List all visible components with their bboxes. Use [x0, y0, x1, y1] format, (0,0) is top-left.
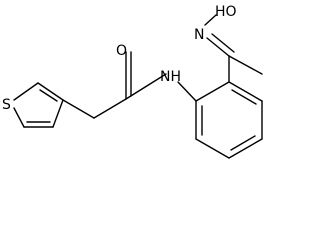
bond-ch2-carbonyl: [93, 98, 127, 119]
bond-thiophene-ch2: [62, 99, 95, 119]
acetamide-linker: [62, 51, 197, 119]
bond-thiophene-c2-c3-inner: [39, 89, 58, 102]
atom-labels: HO N O NH S: [2, 4, 237, 113]
bond-thiophene-c5-s: [13, 107, 25, 128]
bond-benzene-inner-a: [231, 89, 257, 105]
bond-thiophene-c2-c3: [37, 82, 64, 101]
bond-benzene-inner-b: [230, 135, 256, 151]
oxime-group: [204, 14, 263, 83]
atom-label-oxime-nitrogen: N: [194, 27, 204, 43]
bond-imine-carbon-methyl: [228, 55, 263, 75]
atom-label-thiophene-sulfur: S: [2, 97, 11, 113]
bond-n-oh: [204, 14, 217, 26]
bond-thiophene-s-c2: [13, 82, 39, 101]
chemical-structure: HO N O NH S: [2, 4, 263, 159]
structure-canvas: HO N O NH S: [2, 4, 263, 159]
atom-label-amide-nh: NH: [160, 69, 181, 85]
bond-nh-ring: [177, 81, 197, 102]
bond-benzene-1-2: [195, 81, 230, 102]
bond-benzene-5-6: [195, 138, 230, 159]
bond-thiophene-c3-c4: [52, 99, 64, 128]
bond-benzene-2-3: [228, 81, 263, 102]
bond-imine-double-a: [206, 37, 230, 57]
bond-benzene-4-5: [228, 138, 263, 159]
atom-label-hydroxyl: HO: [215, 4, 237, 20]
bond-imine-double-b: [211, 33, 235, 53]
atom-label-carbonyl-oxygen: O: [116, 43, 127, 59]
benzene-ring: [195, 81, 263, 159]
bond-carbonyl-nh: [125, 73, 167, 100]
thiophene-ring: [13, 82, 64, 128]
